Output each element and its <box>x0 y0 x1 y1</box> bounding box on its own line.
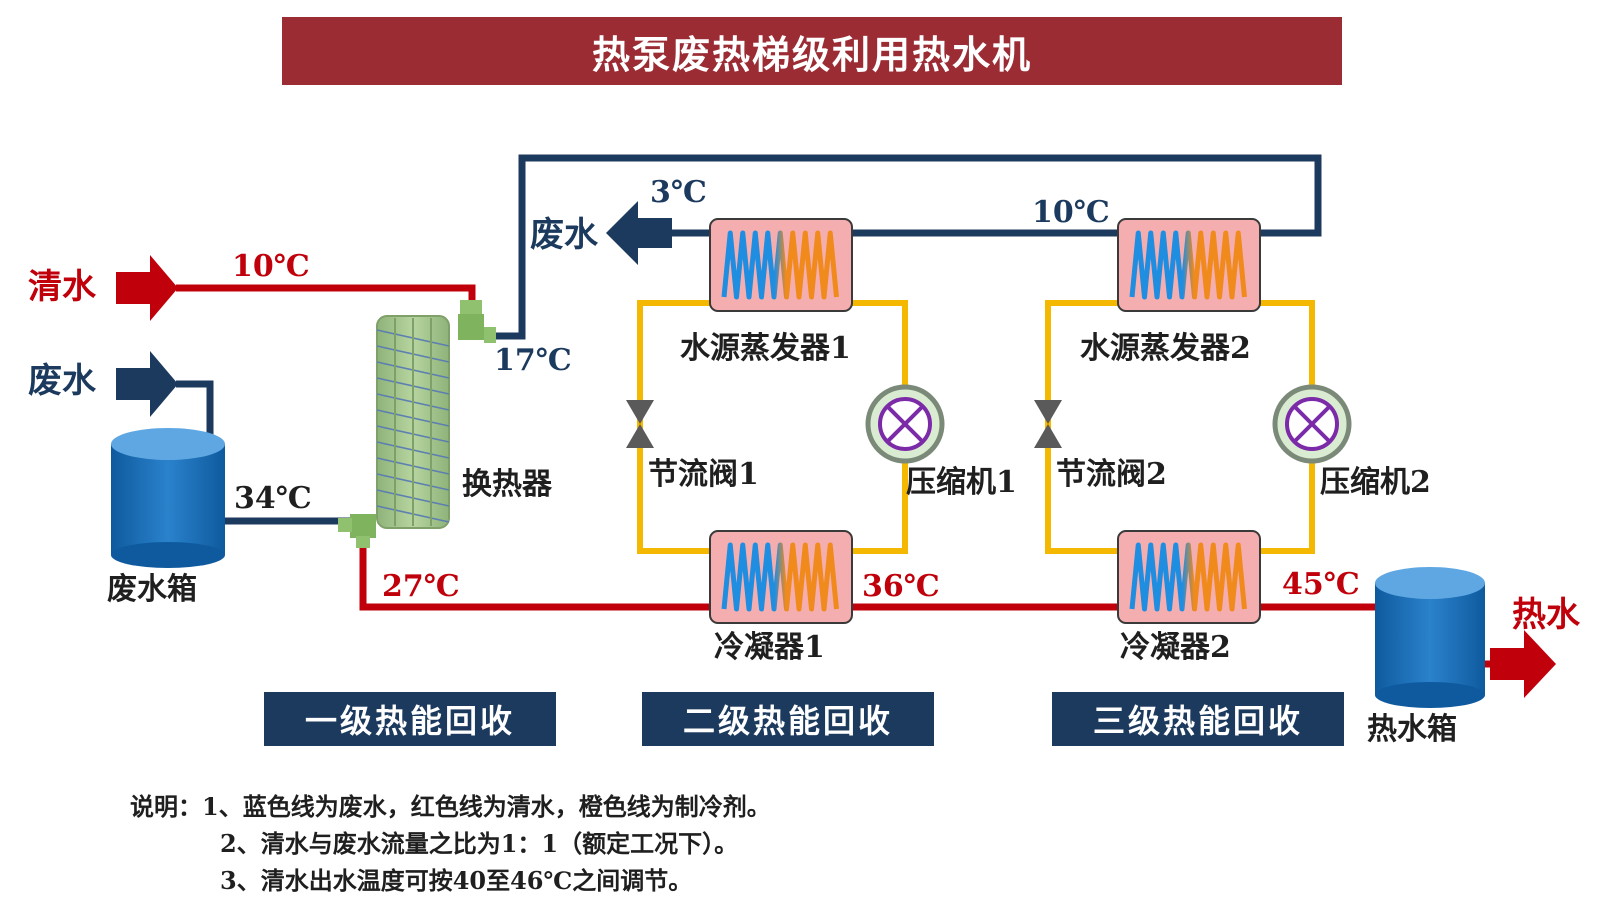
condenser-2-label: 冷凝器2 <box>1120 630 1231 665</box>
temp-clean-in: 10℃ <box>232 249 310 284</box>
page-title: 热泵废热梯级利用热水机 <box>282 17 1342 85</box>
hot-water-out-label: 热水 <box>1512 595 1580 635</box>
compressor-1-icon <box>865 384 945 464</box>
valve-1-label: 节流阀1 <box>648 457 759 492</box>
temp-hx-out: 17℃ <box>494 343 572 378</box>
clean-water-in-label: 清水 <box>28 267 96 307</box>
hot-water-tank-icon <box>1375 567 1485 708</box>
note-line-2: 2、清水与废水流量之比为1：1（额定工况下）。 <box>220 829 739 858</box>
compressor-2-label: 压缩机2 <box>1320 465 1431 500</box>
heat-exchanger-label: 换热器 <box>462 467 552 502</box>
note-line-3: 3、清水出水温度可按40至46℃之间调节。 <box>220 866 693 895</box>
evaporator-1-icon <box>709 218 853 312</box>
hot-water-out-arrow <box>1490 630 1556 698</box>
valve-2-label: 节流阀2 <box>1056 457 1167 492</box>
compressor-2-icon <box>1272 384 1352 464</box>
waste-tank-label: 废水箱 <box>107 572 197 607</box>
waste-tank-icon <box>111 428 225 568</box>
evaporator-2-label: 水源蒸发器2 <box>1080 331 1251 366</box>
temp-after-hx: 27℃ <box>382 569 460 604</box>
hot-tank-label: 热水箱 <box>1367 712 1457 747</box>
evaporator-2-icon <box>1117 218 1261 312</box>
stage-2-box: 二级热能回收 <box>642 692 934 746</box>
evaporator-1-label: 水源蒸发器1 <box>680 331 851 366</box>
temp-waste-out: 3℃ <box>650 175 707 210</box>
stage-3-box: 三级热能回收 <box>1052 692 1344 746</box>
temp-tank-out: 34℃ <box>234 481 312 516</box>
waste-water-out-label: 废水 <box>530 215 598 255</box>
clean-water-in-arrow <box>116 255 178 321</box>
compressor-1-label: 压缩机1 <box>906 465 1017 500</box>
waste-water-in-arrow <box>116 351 178 417</box>
throttle-valve-1-icon <box>626 400 654 448</box>
condenser-1-icon <box>709 530 853 624</box>
condenser-2-icon <box>1117 530 1261 624</box>
temp-after-cond2: 45℃ <box>1282 567 1360 602</box>
throttle-valve-2-icon <box>1034 400 1062 448</box>
note-line-1: 说明：1、蓝色线为废水，红色线为清水，橙色线为制冷剂。 <box>130 792 771 821</box>
condenser-1-label: 冷凝器1 <box>714 630 825 665</box>
waste-water-in-label: 废水 <box>28 361 96 401</box>
heat-pump-units <box>709 218 1261 624</box>
temp-after-cond1: 36℃ <box>862 569 940 604</box>
temp-mid-waste: 10℃ <box>1032 195 1110 230</box>
waste-water-out-arrow <box>606 201 672 265</box>
stage-1-box: 一级热能回收 <box>264 692 556 746</box>
heat-exchanger-icon <box>338 300 496 548</box>
notes: 说明：1、蓝色线为废水，红色线为清水，橙色线为制冷剂。 2、清水与废水流量之比为… <box>130 788 771 899</box>
